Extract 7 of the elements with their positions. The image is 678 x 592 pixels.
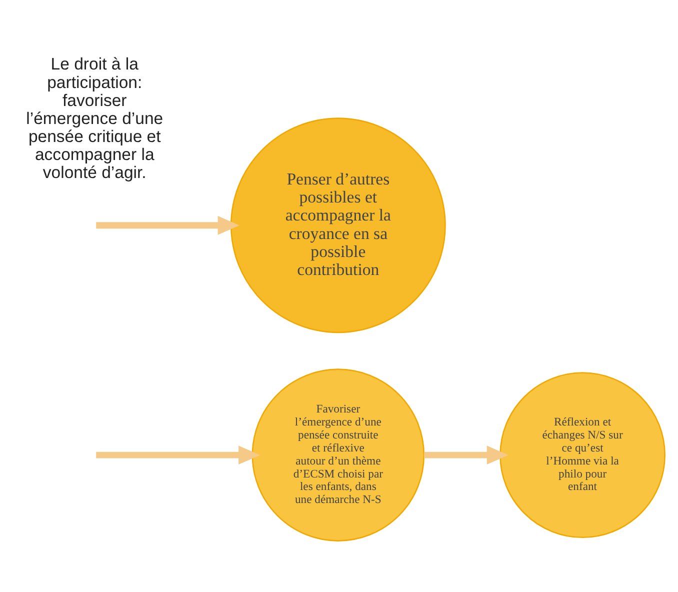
arrow	[96, 216, 240, 235]
arrow	[96, 446, 260, 465]
arrow	[424, 446, 508, 465]
node-circle: Réflexion et échanges N/S sur ce qu’est l’Homme via la philo pour enfant	[500, 372, 666, 538]
node-circle: Penser d’autres possibles et accompagner la croyance en sa possible contribution	[230, 118, 446, 334]
label: Le droit à la participation: favoriser l’émergence d’une pensée critique et accompagner la volonté d’agir.	[26, 54, 164, 182]
node-circle: Favoriser l’émergence d’une pensée construite et réflexive autour d’un thème d’ECSM choisi par les enfants, dans une démarche N-S	[252, 368, 425, 542]
